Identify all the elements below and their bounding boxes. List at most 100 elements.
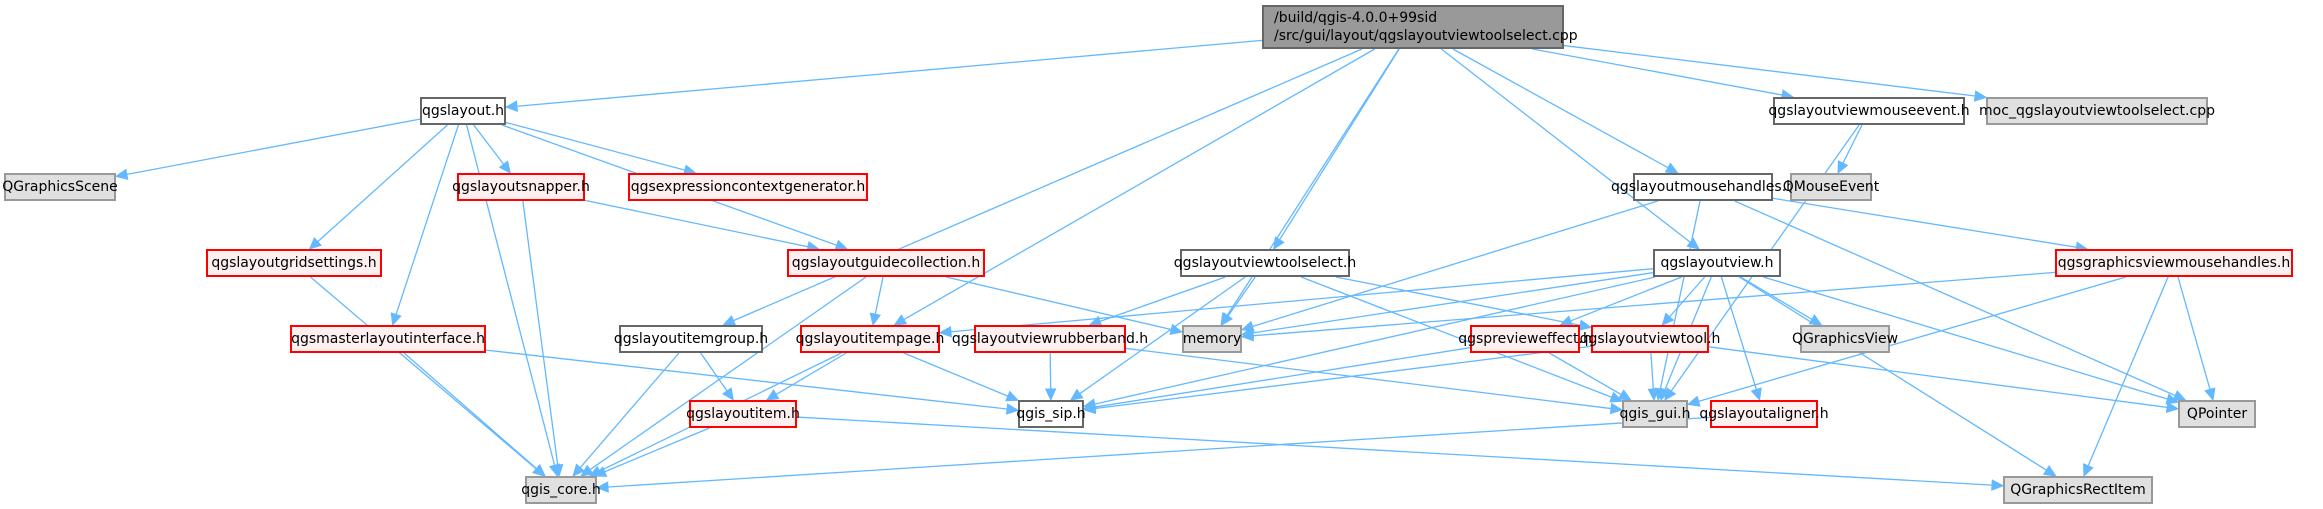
arrowhead-qgslayoutitem_h-to-qgis_core_h	[593, 466, 608, 477]
arrowhead-root-to-qgslayoutviewtoolselect_h	[1273, 236, 1285, 251]
node-qgsgraphicsviewmousehandles-h[interactable]: qgsgraphicsviewmousehandles.h	[2055, 249, 2293, 277]
arrowhead-qgslayoutviewrubberband_h-to-qgis_sip_h	[1044, 388, 1057, 402]
arrowhead-qgslayout_h-to-qgsmasterlayoutinterface_h	[390, 312, 402, 327]
edge-qgslayout_h-to-qgslayoutgridsettings_h	[317, 124, 448, 243]
edge-qgslayoutviewtoolselect_h-to-qgis_sip_h	[1079, 276, 1246, 395]
arrowhead-qgslayoutviewmouseevent_h-to-qmouseevent	[1837, 160, 1849, 175]
edge-qgslayoutview_h-to-memory	[1252, 271, 1654, 334]
arrowhead-qgsmasterlayoutinterface_h-to-qgis_core_h	[532, 464, 546, 477]
edge-qgslayoutitem_h-to-qgis_core_h	[604, 427, 710, 473]
edge-qgslayoutitempage_h-to-qgslayoutitem_h	[775, 352, 847, 395]
edge-qgslayoutmousehandles_h-to-qpointer	[1734, 200, 2176, 397]
node-qgslayoutaligner-h[interactable]: qgslayoutaligner.h	[1699, 400, 1829, 428]
arrowhead-qgslayoutviewtool_h-to-qgis_gui_h	[1647, 388, 1660, 402]
edge-qgslayoutview_h-to-qgslayoutaligner_h	[1720, 276, 1757, 390]
edge-root-to-qgslayoutitempage_h	[903, 48, 1376, 321]
edge-qgsmasterlayoutinterface_h-to-qgis_core_h	[403, 352, 538, 470]
edge-qgslayoutitempage_h-to-qgis_sip_h	[903, 352, 1009, 397]
node-qmouseevent[interactable]: QMouseEvent	[1783, 173, 1879, 201]
node-qgslayoutsnapper-h[interactable]: qgslayoutsnapper.h	[452, 173, 590, 201]
node-qgslayoutviewtool-h[interactable]: qgslayoutviewtool.h	[1580, 325, 1720, 353]
node-qgsmasterlayoutinterface-h[interactable]: qgsmasterlayoutinterface.h	[290, 325, 486, 353]
arrowhead-qgslayoutview_h-to-qgslayoutaligner_h	[1750, 387, 1762, 402]
edge-root-to-qgslayoutview_h	[1440, 48, 1691, 243]
arrowhead-qgslayoutitem_h-to-qgraphicsrectitem	[1991, 479, 2005, 491]
node-qpointer[interactable]: QPointer	[2178, 400, 2256, 428]
edge-qgslayoutguidecollection_h-to-memory	[945, 276, 1172, 331]
arrowhead-qgslayoutviewtool_h-to-qgis_sip_h	[1082, 402, 1097, 415]
root-source-file-node[interactable]: /build/qgis-4.0.0+99sid /src/gui/layout/…	[1262, 5, 1578, 49]
edge-qgslayoutsnapper_h-to-qgslayoutguidecollection_h	[584, 199, 809, 248]
arrowhead-qgslayoutviewrubberband_h-to-qgis_gui_h	[1609, 402, 1624, 415]
node-memory[interactable]: memory	[1182, 325, 1242, 353]
edge-qgslayoutviewtoolselect_h-to-qgslayoutviewtool_h	[1335, 276, 1581, 326]
node-qgspreviewеffect-h[interactable]: qgspreviewеffect.h	[1458, 325, 1592, 353]
arrowhead-qgslayoutviewtoolselect_h-to-memory	[1221, 312, 1234, 326]
edge-qgslayoutview_h-to-qgis_sip_h	[1094, 276, 1656, 405]
edge-root-to-qgslayoutviewtoolselect_h	[1279, 48, 1400, 241]
arrowhead-root-to-qgslayoutitempage_h	[893, 314, 908, 326]
arrowhead-qgslayout_h-to-qgraphicsscene	[114, 168, 129, 180]
node-qgslayoutgridsettings-h[interactable]: qgslayoutgridsettings.h	[206, 249, 382, 277]
edge-qgslayoutviewtool_h-to-qpointer	[1708, 346, 2168, 409]
node-qgslayoutmousehandles-h[interactable]: qgslayoutmousehandles.h	[1611, 173, 1795, 201]
node-qgslayout-h[interactable]: qgslayout.h	[420, 97, 506, 125]
edge-qgslayoutview_h-to-qpointer	[1763, 276, 2168, 400]
arrowhead-qgslayoutaligner_h-to-qgis_core_h	[595, 481, 609, 493]
node-qgslayoutitem-h[interactable]: qgslayoutitem.h	[686, 400, 800, 428]
edge-qgspreviewefect_h-to-qgis_gui_h	[1548, 352, 1622, 396]
edge-qgslayoutitem_h-to-qgraphicsrectitem	[796, 416, 1993, 486]
edge-qgslayoutview_h-to-qgspreviewefect_h	[1570, 276, 1682, 322]
edge-qgsmasterlayoutinterface_h-to-qgis_sip_h	[485, 349, 1008, 410]
edge-qgslayoutview_h-to-qgraphicsview	[1740, 276, 1813, 320]
arrowhead-qgsgraphicsviewmousehandles_h-to-qpointer	[2204, 387, 2216, 402]
node-qgis-gui-h[interactable]: qgis_gui.h	[1620, 400, 1690, 428]
edge-qgslayoutviewmouseevent_h-to-qmouseevent	[1842, 124, 1863, 164]
node-qgsexpressioncontextgenerator-h[interactable]: qgsexpressioncontextgenerator.h	[628, 173, 868, 201]
arrowhead-qgslayoutitemgroup_h-to-qgis_core_h	[572, 463, 585, 477]
node-qgslayoutitemgroup-h[interactable]: qgslayoutitemgroup.h	[614, 325, 768, 353]
node-qgis-core-h[interactable]: qgis_core.h	[521, 476, 601, 504]
edge-qgsgraphicsviewmousehandles_h-to-qpointer	[2177, 276, 2211, 390]
arrowhead-qgsgraphicsviewmousehandles_h-to-qgis_gui_h	[1686, 395, 1701, 407]
node-qgraphicsrectitem[interactable]: QGraphicsRectItem	[2003, 476, 2153, 504]
node-qgslayoutview-h[interactable]: qgslayoutview.h	[1653, 249, 1781, 277]
edge-qgspreviewefect_h-to-qgis_sip_h	[1094, 347, 1471, 408]
node-qgslayoutviewtoolselect-h[interactable]: qgslayoutviewtoolselect.h	[1174, 249, 1356, 277]
arrowhead-qgslayoutitempage_h-to-qgis_sip_h	[1005, 390, 1020, 402]
edge-qgslayoutaligner_h-to-qgis_core_h	[607, 416, 1711, 488]
arrowhead-qgslayoutviewtoolselect_h-to-qgslayoutviewtool_h	[1578, 319, 1593, 331]
arrowhead-root-to-qgslayoutitemgroup_h	[722, 315, 737, 326]
arrowhead-qgslayoutview_h-to-qgslayoutviewtool_h	[1661, 312, 1675, 326]
node-qgslayoutguidecollection-h[interactable]: qgslayoutguidecollection.h	[787, 249, 985, 277]
arrowhead-qgslayoutguidecollection_h-to-qgslayoutitempage_h	[869, 312, 881, 327]
edge-root-to-moc_cpp	[1563, 44, 1976, 97]
arrowhead-root-to-moc_cpp	[1973, 90, 1988, 102]
edge-root-to-qgslayoutmousehandles_h	[1452, 48, 1669, 169]
root-path-line2: /src/gui/layout/qgslayoutviewtoolselect.…	[1274, 28, 1578, 44]
root-path-line1: /build/qgis-4.0.0+99sid	[1274, 10, 1438, 26]
arrowhead-qgslayoutsnapper_h-to-qgis_core_h	[551, 463, 564, 478]
edge-qgslayoutguidecollection_h-to-qgis_core_h	[589, 276, 867, 471]
edge-qgslayoutmousehandles_h-to-memory	[1252, 200, 1658, 328]
node-moc-qgslayoutviewtoolselect-cpp[interactable]: moc_qgslayoutviewtoolselect.cpp	[1979, 97, 2215, 125]
arrowhead-qgslayoutviewtool_h-to-qpointer	[2165, 401, 2180, 414]
edge-qgslayoutitemgroup_h-to-qgis_core_h	[579, 352, 680, 469]
arrowhead-qgslayoutview_h-to-qgraphicsrectitem	[2042, 464, 2057, 477]
node-qgslayoutitempage-h[interactable]: qgslayoutitempage.h	[796, 325, 944, 353]
edge-qgsgraphicsviewmousehandles_h-to-qgis_gui_h	[1698, 276, 2127, 402]
arrowhead-qgslayoutviewmouseevent_h-to-qgis_gui_h	[1664, 387, 1677, 401]
arrowhead-qgsmasterlayoutinterface_h-to-qgis_sip_h	[1005, 403, 1020, 415]
node-qgslayoutviewmouseevent-h[interactable]: qgslayoutviewmouseevent.h	[1768, 97, 1970, 125]
arrowhead-qgslayoutview_h-to-qgraphicsview	[1808, 314, 1823, 326]
edge-qgslayout_h-to-qgsexpressioncontextgenerator_h	[505, 121, 686, 171]
edge-qgslayoutviewtool_h-to-qgis_sip_h	[1094, 345, 1592, 410]
node-qgslayoutviewrubberband-h[interactable]: qgslayoutviewrubberband.h	[952, 325, 1148, 353]
edge-qgslayoutview_h-to-qgraphicsrectitem	[1738, 276, 2047, 471]
arrowhead-qgslayoutview_h-to-qpointer	[2165, 393, 2180, 405]
node-qgis-sip-h[interactable]: qgis_sip.h	[1016, 400, 1086, 428]
node-qgraphicsscene[interactable]: QGraphicsScene	[2, 173, 118, 201]
edge-qgsgraphicsviewmousehandles_h-to-qgraphicsrectitem	[2087, 276, 2169, 467]
edge-qgslayout_h-to-qgraphicsscene	[126, 118, 421, 176]
node-qgraphicsview[interactable]: QGraphicsView	[1792, 325, 1898, 353]
